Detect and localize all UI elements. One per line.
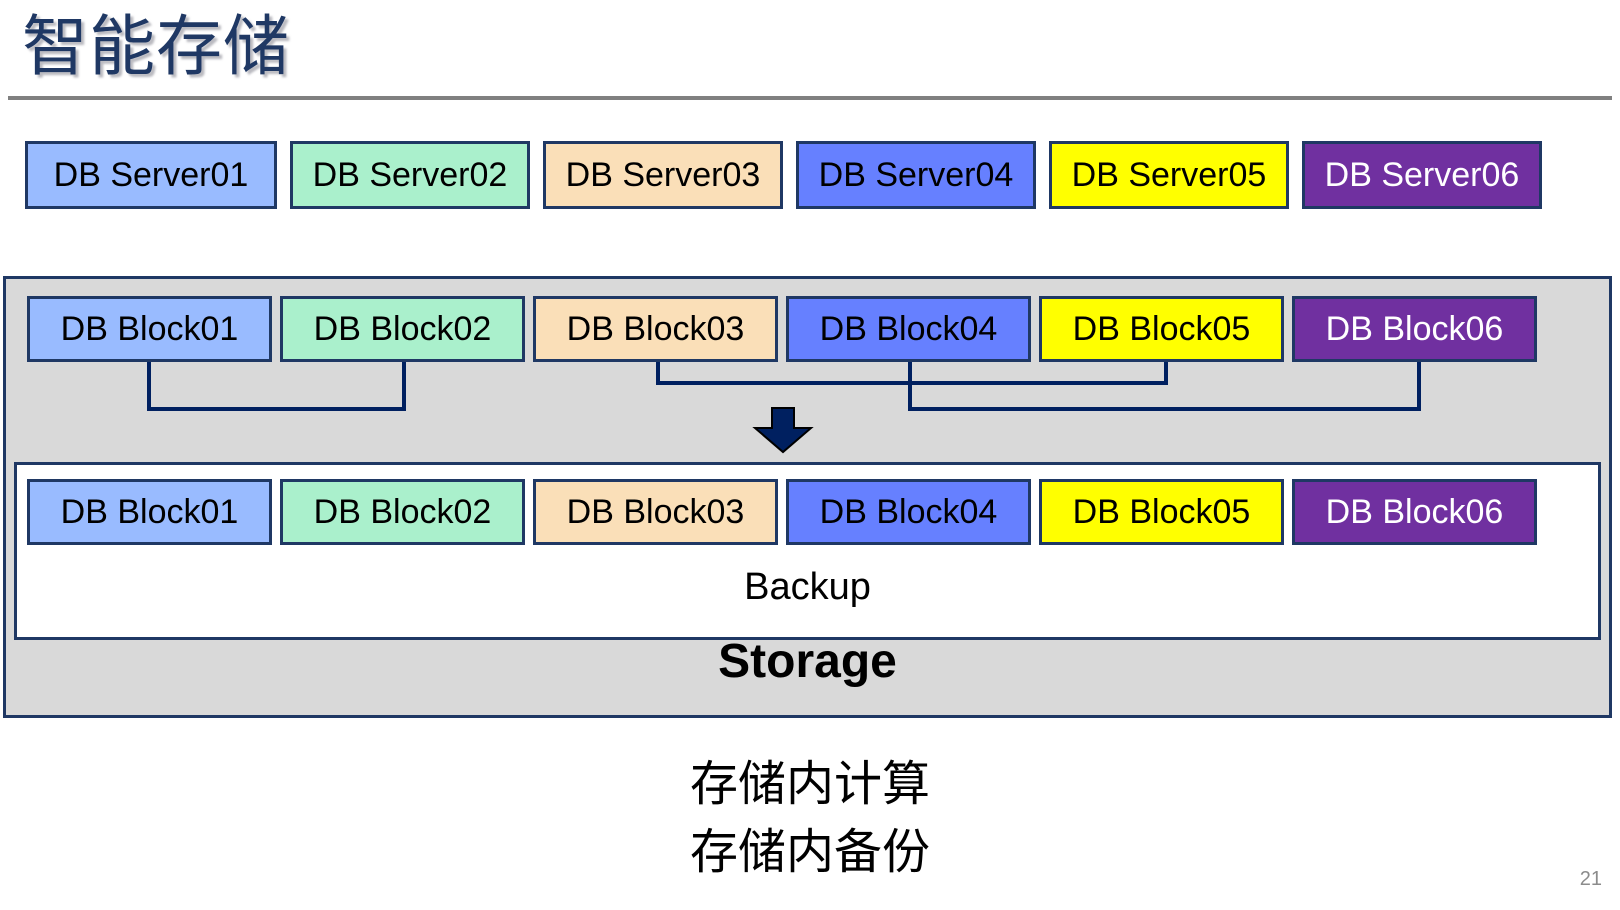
db-block-backup-1[interactable]: DB Block01 xyxy=(27,479,272,545)
footer-line-2: 存储内备份 xyxy=(689,826,930,879)
block01-to-block02-right-stem xyxy=(402,362,406,411)
db-block-backup-3[interactable]: DB Block03 xyxy=(533,479,778,545)
storage-label: Storage xyxy=(718,635,897,688)
db-block-backup-label: DB Block03 xyxy=(566,493,745,531)
db-block-primary-6[interactable]: DB Block06 xyxy=(1292,296,1537,362)
db-block-primary-5[interactable]: DB Block05 xyxy=(1039,296,1284,362)
db-server-label: DB Server01 xyxy=(53,156,249,194)
db-block-primary-label: DB Block04 xyxy=(819,310,998,348)
block04-to-block06-left-stem xyxy=(908,362,912,411)
block03-to-block05-right-stem xyxy=(1164,362,1168,385)
block04-to-block06-crossbar xyxy=(908,407,1421,411)
db-block-backup-label: DB Block06 xyxy=(1325,493,1504,531)
db-block-primary-1[interactable]: DB Block01 xyxy=(27,296,272,362)
db-block-primary-2[interactable]: DB Block02 xyxy=(280,296,525,362)
down-arrow-icon xyxy=(752,407,814,454)
block01-to-block02-left-stem xyxy=(147,362,151,411)
db-server-label: DB Server06 xyxy=(1324,156,1520,194)
db-block-primary-label: DB Block06 xyxy=(1325,310,1504,348)
db-block-backup-label: DB Block04 xyxy=(819,493,998,531)
db-server-label: DB Server03 xyxy=(565,156,761,194)
block01-to-block02-crossbar xyxy=(147,407,406,411)
db-server-label: DB Server05 xyxy=(1071,156,1267,194)
title-divider xyxy=(8,96,1612,100)
db-block-primary-3[interactable]: DB Block03 xyxy=(533,296,778,362)
db-block-backup-label: DB Block05 xyxy=(1072,493,1251,531)
db-block-primary-label: DB Block01 xyxy=(60,310,239,348)
block03-to-block05-crossbar xyxy=(656,381,1168,385)
db-server-3[interactable]: DB Server03 xyxy=(543,141,783,209)
backup-label: Backup xyxy=(744,566,871,608)
db-server-label: DB Server04 xyxy=(818,156,1014,194)
db-server-2[interactable]: DB Server02 xyxy=(290,141,530,209)
db-server-5[interactable]: DB Server05 xyxy=(1049,141,1289,209)
db-block-backup-label: DB Block01 xyxy=(60,493,239,531)
db-block-backup-5[interactable]: DB Block05 xyxy=(1039,479,1284,545)
db-server-1[interactable]: DB Server01 xyxy=(25,141,277,209)
db-block-backup-2[interactable]: DB Block02 xyxy=(280,479,525,545)
db-server-4[interactable]: DB Server04 xyxy=(796,141,1036,209)
db-block-primary-label: DB Block05 xyxy=(1072,310,1251,348)
page-number: 21 xyxy=(1579,868,1602,890)
db-block-primary-label: DB Block02 xyxy=(313,310,492,348)
db-server-label: DB Server02 xyxy=(312,156,508,194)
block03-to-block05-left-stem xyxy=(656,362,660,385)
page-title: 智能存储 xyxy=(22,9,290,83)
db-block-primary-4[interactable]: DB Block04 xyxy=(786,296,1031,362)
footer-line-1: 存储内计算 xyxy=(689,758,930,811)
db-server-6[interactable]: DB Server06 xyxy=(1302,141,1542,209)
db-block-backup-6[interactable]: DB Block06 xyxy=(1292,479,1537,545)
db-block-backup-label: DB Block02 xyxy=(313,493,492,531)
db-block-primary-label: DB Block03 xyxy=(566,310,745,348)
db-block-backup-4[interactable]: DB Block04 xyxy=(786,479,1031,545)
block04-to-block06-right-stem xyxy=(1417,362,1421,411)
